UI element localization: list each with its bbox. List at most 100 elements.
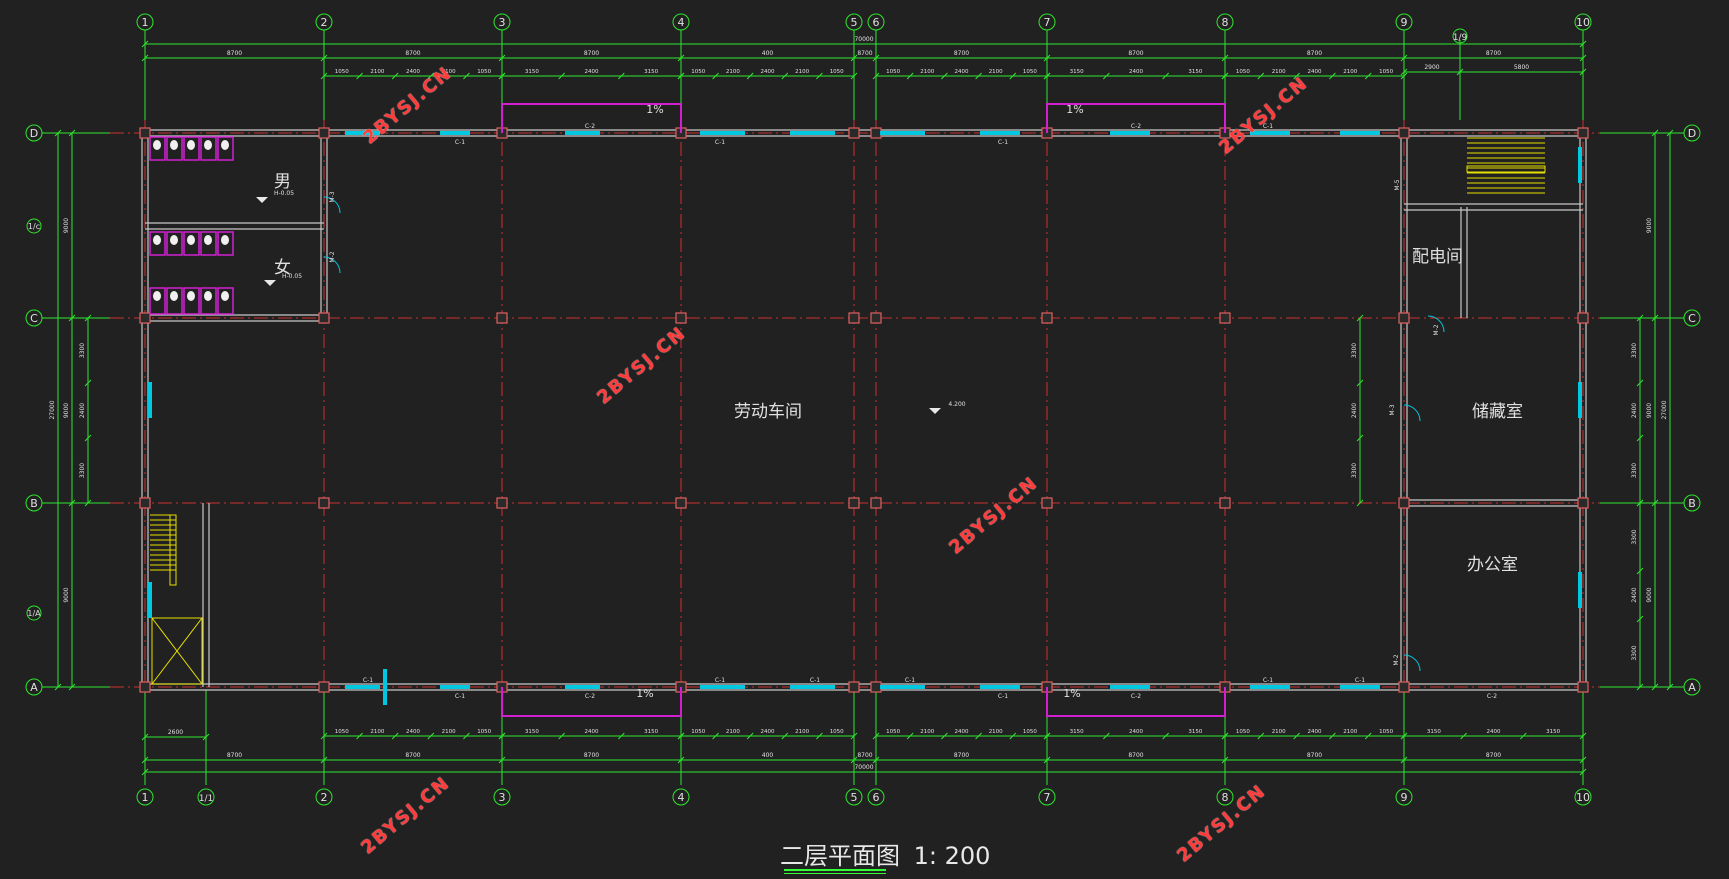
window-label: C-1 bbox=[810, 677, 820, 684]
door-label: M-3 bbox=[1389, 404, 1396, 415]
dimension-tick bbox=[1460, 732, 1468, 740]
dimension-tick bbox=[1329, 732, 1336, 740]
dimension-label: 1050 bbox=[830, 69, 844, 75]
grid-bubble bbox=[1574, 13, 1592, 31]
dimension-tick bbox=[1221, 756, 1229, 764]
dimension-tick bbox=[1356, 314, 1364, 322]
dimension-label: 1050 bbox=[1023, 729, 1037, 735]
dimension-label: 2400 bbox=[1129, 69, 1143, 75]
grid-bubble bbox=[1216, 13, 1234, 31]
structural-column bbox=[496, 312, 508, 324]
window-opening bbox=[345, 685, 380, 689]
dimension-tick bbox=[68, 683, 76, 691]
dimension-tick bbox=[391, 732, 399, 740]
window-label: C-1 bbox=[715, 139, 725, 146]
dimension-label: 2400 bbox=[1631, 587, 1638, 602]
dimension-label: 3150 bbox=[1070, 69, 1084, 75]
dimension-label: 8700 bbox=[405, 752, 420, 759]
grid-bubble-label: 3 bbox=[499, 16, 506, 29]
dimension-tick bbox=[872, 72, 880, 80]
dimension-label: 8700 bbox=[1128, 752, 1143, 759]
slope-label: 1% bbox=[646, 103, 663, 116]
toilet-fixture bbox=[221, 235, 229, 245]
dimension-tick bbox=[1400, 72, 1408, 80]
window-opening bbox=[1340, 685, 1380, 689]
drawing-title-text: 二层平面图 bbox=[780, 842, 900, 870]
grid-bubble-label: 2 bbox=[321, 791, 328, 804]
dimension-tick bbox=[84, 499, 92, 507]
toilet-fixture bbox=[187, 291, 195, 301]
grid-bubble-label: 1 bbox=[142, 16, 149, 29]
dimension-tick bbox=[1400, 68, 1408, 76]
dimension-label: 2400 bbox=[1631, 403, 1638, 418]
dimension-label: 400 bbox=[762, 752, 774, 759]
dimension-tick bbox=[1579, 54, 1587, 62]
dimension-tick bbox=[1579, 40, 1587, 48]
dimension-label: 8700 bbox=[227, 50, 242, 57]
grid-bubble bbox=[1038, 13, 1056, 31]
grid-bubble-label: 1/1 bbox=[199, 794, 213, 804]
dimension-tick bbox=[1651, 314, 1659, 322]
dimension-label: 9000 bbox=[63, 403, 70, 418]
dimension-label: 3150 bbox=[1188, 729, 1202, 735]
drawing-title: 二层平面图 1: 200 bbox=[780, 836, 990, 871]
stair-rail bbox=[1466, 165, 1546, 173]
stair-rail bbox=[169, 514, 177, 586]
dimension-label: 9000 bbox=[63, 218, 70, 233]
dimension-label: 2400 bbox=[585, 69, 599, 75]
dimension-tick bbox=[498, 732, 506, 740]
structural-column bbox=[496, 497, 508, 509]
room-label-women-toilet: 女 bbox=[274, 258, 291, 278]
dimension-tick bbox=[391, 72, 399, 80]
dimension-tick bbox=[1400, 732, 1408, 740]
dimension-label: 70000 bbox=[854, 764, 873, 771]
dimension-label: 3150 bbox=[525, 69, 539, 75]
structural-column bbox=[139, 312, 151, 324]
window-opening bbox=[980, 131, 1020, 135]
dimension-tick bbox=[1043, 54, 1051, 62]
dimension-label: 3300 bbox=[1351, 343, 1358, 358]
grid-bubble bbox=[845, 13, 863, 31]
dimension-label: 3150 bbox=[644, 729, 658, 735]
dimension-tick bbox=[141, 54, 149, 62]
bay-window-outline bbox=[501, 103, 682, 133]
dimension-tick bbox=[1651, 129, 1659, 137]
window-opening bbox=[700, 131, 745, 135]
window-opening bbox=[345, 131, 380, 135]
toilet-cubicle bbox=[183, 136, 200, 161]
window-opening bbox=[880, 685, 925, 689]
grid-bubble-label: 8 bbox=[1222, 791, 1229, 804]
dimension-label: 1050 bbox=[691, 69, 705, 75]
grid-bubble bbox=[493, 788, 511, 806]
dimension-tick bbox=[1162, 72, 1170, 80]
door-label: M-2 bbox=[1393, 654, 1400, 665]
window-opening bbox=[440, 131, 470, 135]
structural-column bbox=[1041, 312, 1053, 324]
grid-bubble bbox=[1216, 788, 1234, 806]
dimension-tick bbox=[1579, 732, 1587, 740]
grid-bubble-label: B bbox=[30, 497, 38, 510]
toilet-fixture bbox=[187, 235, 195, 245]
structural-column bbox=[139, 497, 151, 509]
dimension-tick bbox=[1519, 732, 1527, 740]
dimension-label: 8700 bbox=[227, 752, 242, 759]
grid-bubble-label: 3 bbox=[499, 791, 506, 804]
grid-bubble-label: A bbox=[30, 681, 38, 694]
grid-bubble-label: 10 bbox=[1576, 16, 1590, 29]
dimension-tick bbox=[320, 72, 328, 80]
dimension-label: 9000 bbox=[1646, 587, 1653, 602]
window-label: C-2 bbox=[1487, 693, 1497, 700]
structural-column bbox=[675, 312, 687, 324]
dimension-label: 1050 bbox=[477, 69, 491, 75]
dimension-label: 3300 bbox=[1631, 343, 1638, 358]
window-label: C-2 bbox=[1131, 693, 1141, 700]
dimension-tick bbox=[941, 72, 948, 80]
dimension-label: 8700 bbox=[954, 752, 969, 759]
dimension-tick bbox=[498, 756, 506, 764]
level-label: H-0.05 bbox=[274, 190, 294, 197]
dimension-tick bbox=[84, 314, 92, 322]
dimension-label: 3150 bbox=[1070, 729, 1084, 735]
structural-column bbox=[1219, 312, 1231, 324]
door-swing bbox=[1403, 654, 1421, 672]
dimension-tick bbox=[1009, 732, 1017, 740]
